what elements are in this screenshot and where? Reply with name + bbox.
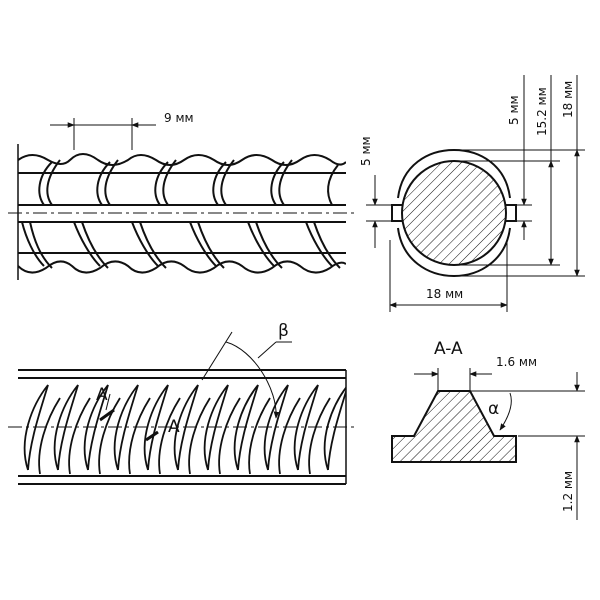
right-rib-label: 5 мм: [507, 95, 521, 125]
cross-section: 5 мм 5 мм 15.2 мм 18 мм 18 мм: [359, 75, 585, 312]
side-view-bottom: β A A: [8, 321, 356, 485]
rib-profile-height-label: 1.2 мм: [561, 471, 575, 512]
section-a-left: A: [96, 385, 108, 405]
outer-diameter-label: 18 мм: [561, 81, 575, 118]
width-label: 18 мм: [426, 287, 463, 301]
section-a-right: A: [168, 417, 180, 437]
rib-height-label: 5 мм: [359, 136, 373, 166]
rib-spacing-label: 9 мм: [164, 111, 194, 125]
core-diameter-label: 15.2 мм: [535, 87, 549, 136]
side-view-top: 9 мм: [8, 111, 356, 280]
beta-label: β: [278, 321, 289, 341]
section-title: A-A: [434, 339, 463, 359]
alpha-label: α: [488, 399, 499, 419]
rib-top-width-label: 1.6 мм: [496, 355, 537, 369]
section-aa: A-A 1.6 мм α 1.2 мм: [391, 339, 585, 520]
